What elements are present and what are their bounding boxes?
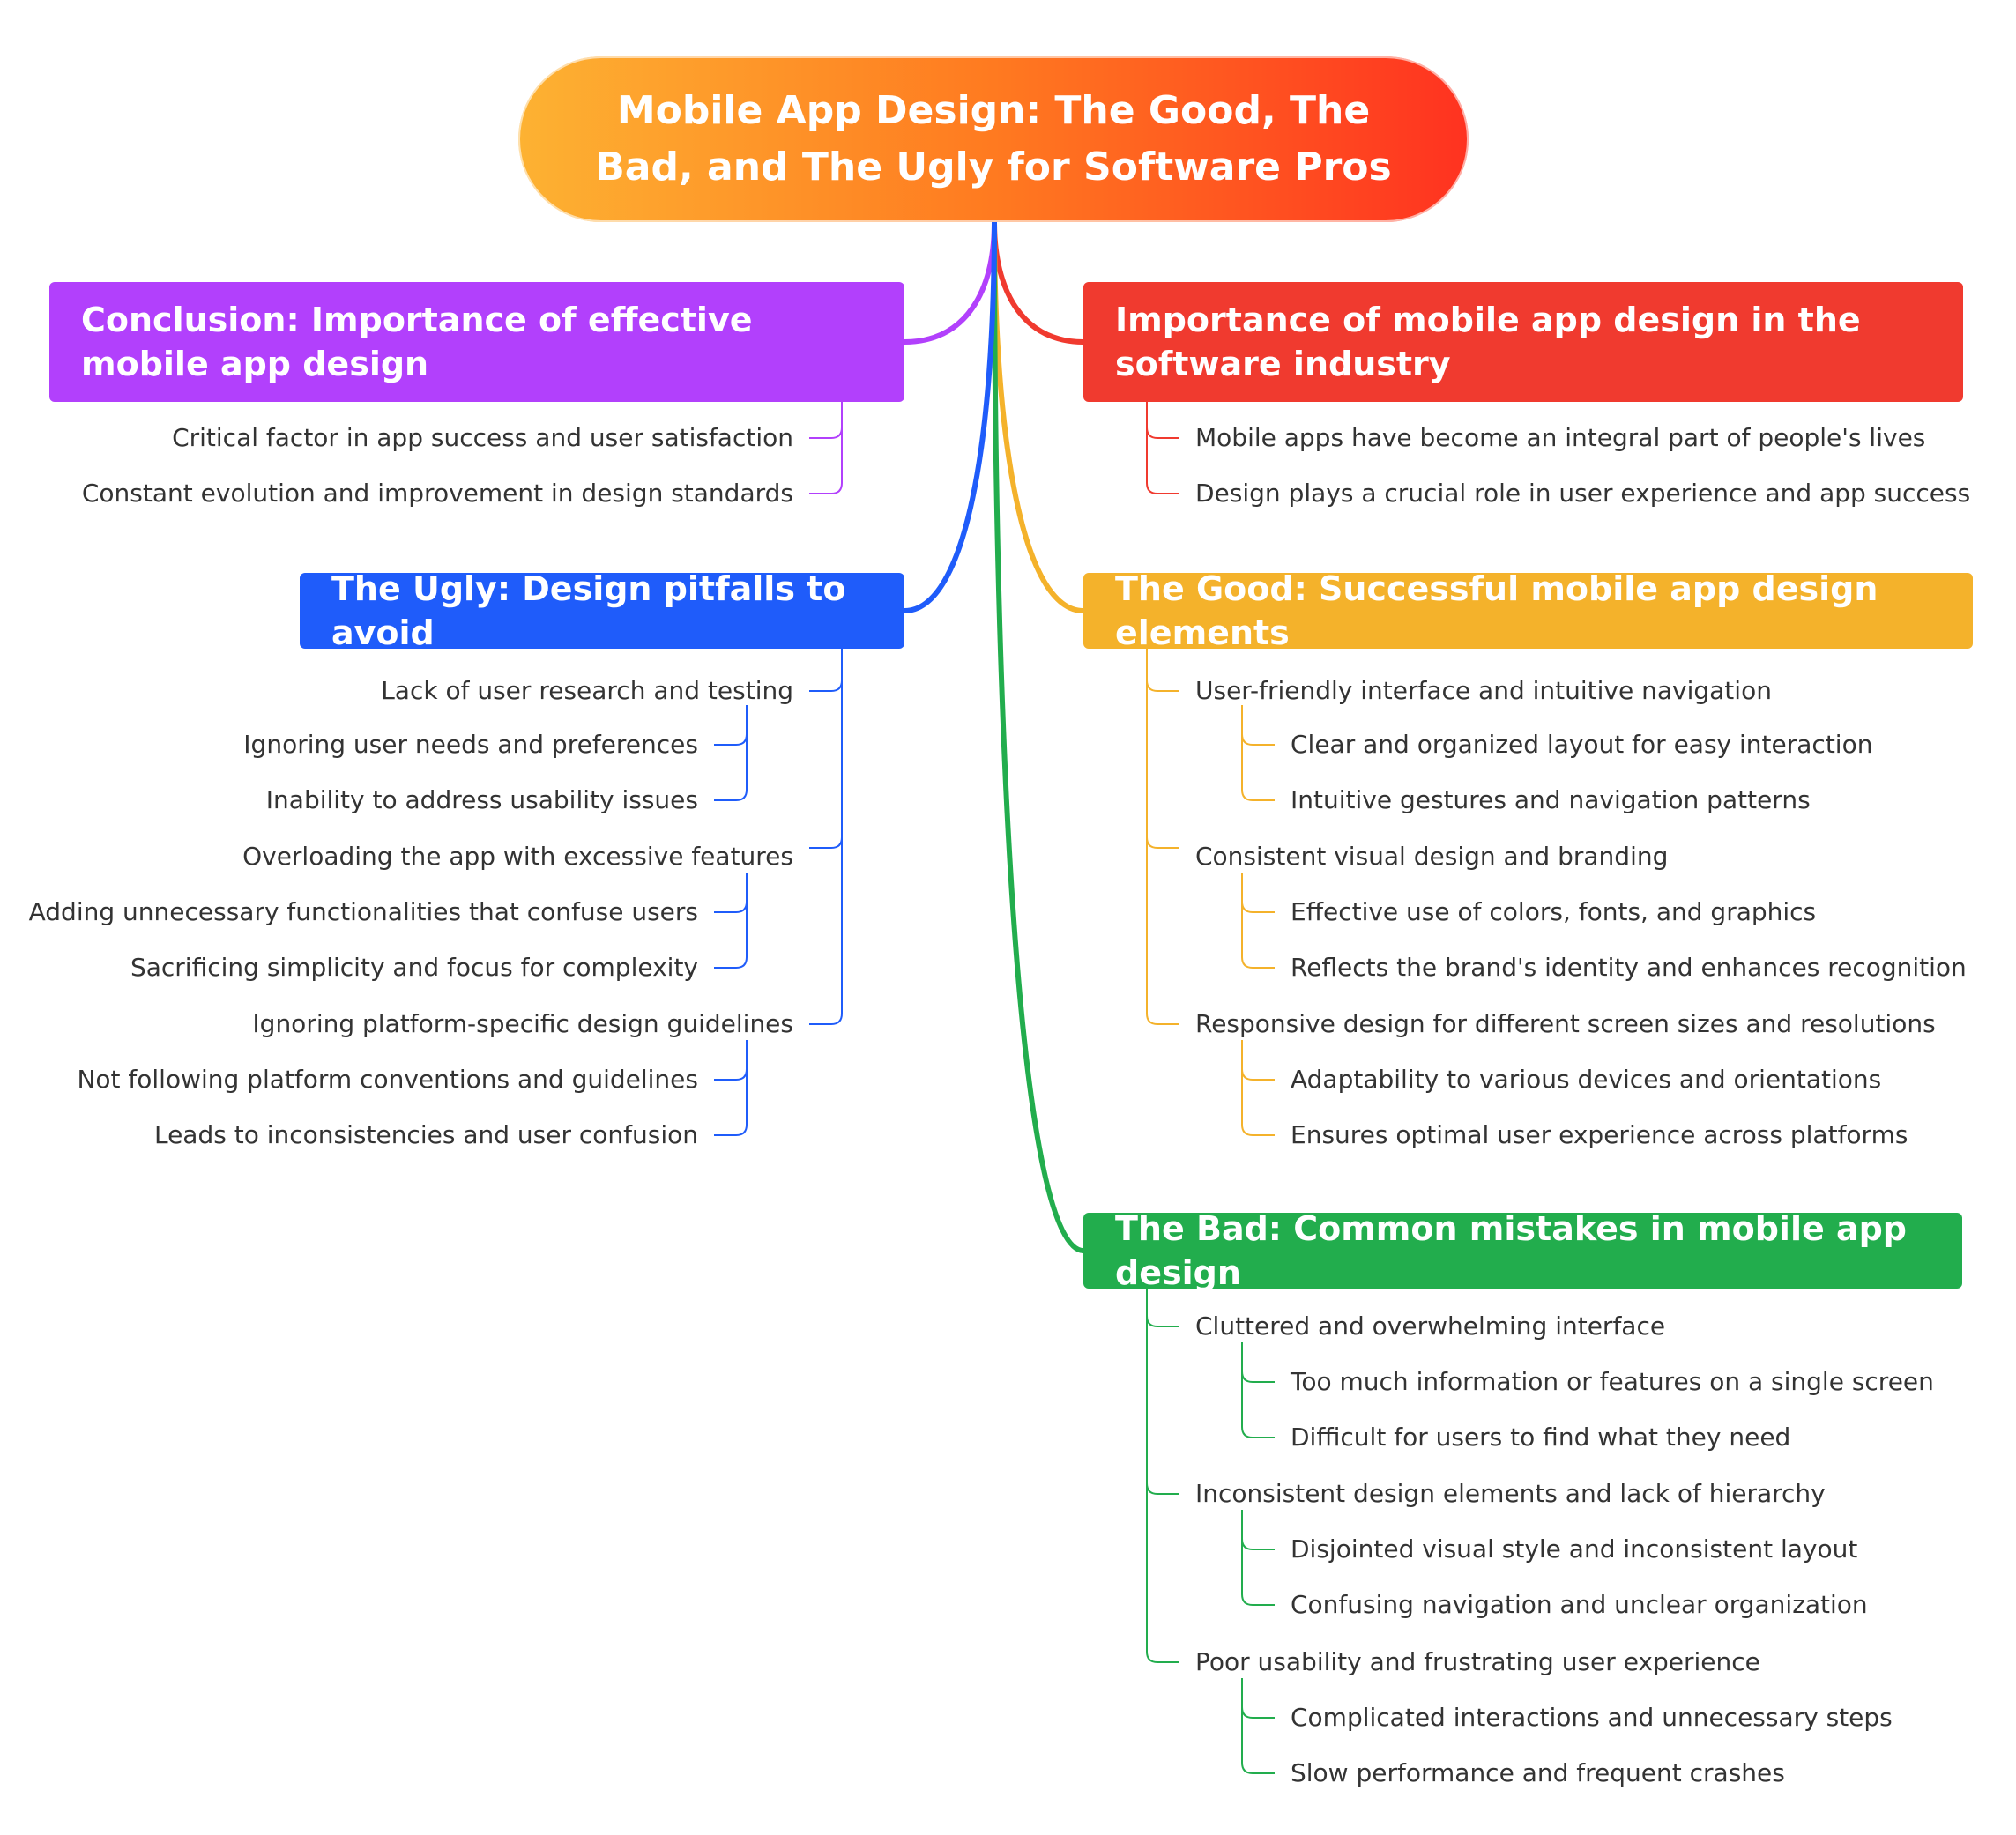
good-item[interactable]: Consistent visual design and branding bbox=[1195, 842, 1669, 871]
bad-subitem[interactable]: Disjointed visual style and inconsistent… bbox=[1291, 1534, 1858, 1564]
ugly-item[interactable]: Lack of user research and testing bbox=[381, 676, 793, 705]
bad-subitem[interactable]: Difficult for users to find what they ne… bbox=[1291, 1423, 1791, 1452]
connector-importance bbox=[992, 221, 1084, 345]
branch-conclusion-label: Conclusion: Importance of effective mobi… bbox=[81, 301, 753, 383]
ugly-item[interactable]: Ignoring platform-specific design guidel… bbox=[252, 1009, 793, 1038]
bad-subitem[interactable]: Slow performance and frequent crashes bbox=[1291, 1758, 1785, 1787]
good-subitem[interactable]: Intuitive gestures and navigation patter… bbox=[1291, 785, 1811, 814]
good-subitem[interactable]: Ensures optimal user experience across p… bbox=[1291, 1120, 1908, 1149]
good-subitem[interactable]: Adaptability to various devices and orie… bbox=[1291, 1065, 1882, 1094]
ugly-subitem[interactable]: Inability to address usability issues bbox=[265, 785, 698, 814]
branch-importance[interactable]: Importance of mobile app design in the s… bbox=[1083, 282, 1963, 402]
branch-bad-label: The Bad: Common mistakes in mobile app d… bbox=[1115, 1209, 1908, 1292]
good-item[interactable]: Responsive design for different screen s… bbox=[1195, 1009, 1936, 1038]
root-topic[interactable]: Mobile App Design: The Good, The Bad, an… bbox=[518, 56, 1469, 222]
branch-importance-label: Importance of mobile app design in the s… bbox=[1115, 301, 1861, 383]
bad-subitem[interactable]: Confusing navigation and unclear organiz… bbox=[1291, 1590, 1868, 1619]
good-subitem[interactable]: Clear and organized layout for easy inte… bbox=[1291, 730, 1873, 759]
good-subitem[interactable]: Reflects the brand's identity and enhanc… bbox=[1291, 953, 1967, 982]
importance-item[interactable]: Mobile apps have become an integral part… bbox=[1195, 423, 1926, 452]
importance-item[interactable]: Design plays a crucial role in user expe… bbox=[1195, 479, 1971, 508]
ugly-sublines bbox=[714, 649, 843, 1136]
connector-bad bbox=[992, 221, 1084, 1253]
importance-sublines bbox=[1146, 402, 1179, 494]
conclusion-item[interactable]: Critical factor in app success and user … bbox=[172, 423, 793, 452]
ugly-item[interactable]: Overloading the app with excessive featu… bbox=[242, 842, 793, 871]
bad-subitem[interactable]: Too much information or features on a si… bbox=[1291, 1367, 1934, 1396]
good-item[interactable]: User-friendly interface and intuitive na… bbox=[1195, 676, 1772, 705]
conclusion-sublines bbox=[809, 402, 843, 494]
ugly-subitem[interactable]: Leads to inconsistencies and user confus… bbox=[153, 1120, 698, 1149]
bad-subitem[interactable]: Complicated interactions and unnecessary… bbox=[1291, 1703, 1893, 1732]
connector-good bbox=[992, 221, 1084, 613]
ugly-subitem[interactable]: Ignoring user needs and preferences bbox=[243, 730, 698, 759]
conclusion-item[interactable]: Constant evolution and improvement in de… bbox=[81, 479, 793, 508]
bad-item[interactable]: Inconsistent design elements and lack of… bbox=[1195, 1479, 1826, 1508]
ugly-subitem[interactable]: Adding unnecessary functionalities that … bbox=[28, 897, 698, 926]
branch-ugly-label: The Ugly: Design pitfalls to avoid bbox=[331, 569, 846, 652]
ugly-subitem[interactable]: Not following platform conventions and g… bbox=[77, 1065, 698, 1094]
good-sublines bbox=[1146, 649, 1275, 1136]
connector-conclusion bbox=[904, 221, 997, 345]
branch-conclusion[interactable]: Conclusion: Importance of effective mobi… bbox=[49, 282, 904, 402]
connector-ugly bbox=[904, 221, 997, 613]
bad-sublines bbox=[1146, 1289, 1275, 1774]
branch-good-label: The Good: Successful mobile app design e… bbox=[1115, 569, 1878, 652]
root-title: Mobile App Design: The Good, The Bad, an… bbox=[595, 88, 1392, 189]
bad-item[interactable]: Cluttered and overwhelming interface bbox=[1195, 1311, 1666, 1341]
bad-item[interactable]: Poor usability and frustrating user expe… bbox=[1195, 1647, 1760, 1676]
branch-ugly[interactable]: The Ugly: Design pitfalls to avoid bbox=[300, 569, 904, 652]
branch-good[interactable]: The Good: Successful mobile app design e… bbox=[1083, 569, 1973, 652]
branch-bad[interactable]: The Bad: Common mistakes in mobile app d… bbox=[1083, 1209, 1962, 1292]
ugly-subitem[interactable]: Sacrificing simplicity and focus for com… bbox=[130, 953, 698, 982]
good-subitem[interactable]: Effective use of colors, fonts, and grap… bbox=[1291, 897, 1817, 926]
